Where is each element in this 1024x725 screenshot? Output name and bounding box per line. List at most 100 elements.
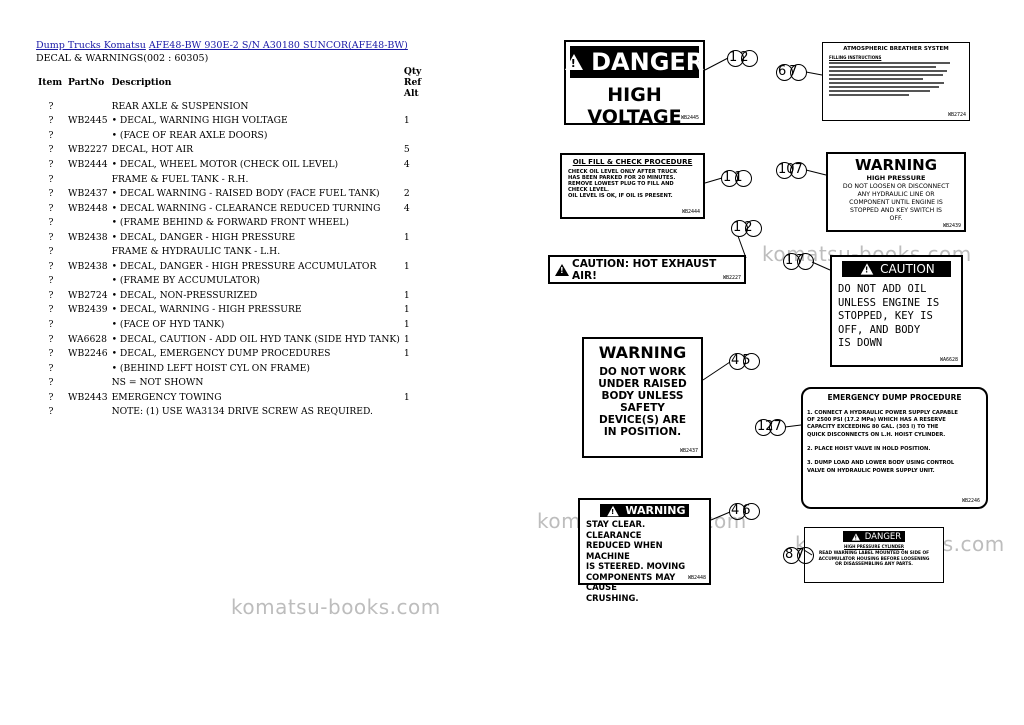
- item-cell: ?: [48, 304, 54, 316]
- item-cell: ?: [48, 202, 54, 214]
- item-cell: ?: [48, 275, 54, 287]
- decal-code: WB2439: [942, 223, 961, 229]
- breadcrumb-link-model[interactable]: AFE48-BW 930E-2 S/N A30180 SUNCOR(AFE48-…: [148, 40, 408, 51]
- partno-cell: WB2437: [68, 188, 108, 200]
- description-cell: • DECAL, DANGER - HIGH PRESSURE ACCUMULA…: [111, 260, 377, 272]
- decal-body: DO NOT LOOSEN OR DISCONNECT ANY HYDRAULI…: [842, 183, 950, 222]
- qty-cell: 1: [403, 289, 410, 301]
- table-row: ?• (FACE OF HYD TANK)1: [36, 317, 426, 332]
- decal-body: STAY CLEAR. CLEARANCE REDUCED WHEN MACHI…: [586, 519, 686, 603]
- breadcrumb-link-dump-trucks[interactable]: Dump Trucks Komatsu: [36, 40, 146, 51]
- decal-code: WB2227: [722, 275, 741, 281]
- description-cell: • (FRAME BY ACCUMULATOR): [111, 275, 261, 287]
- item-cell: ?: [48, 406, 54, 418]
- decal-danger-high-voltage: ! DANGER HIGH VOLTAGE WB2445: [564, 40, 705, 128]
- decal-code: WB2448: [687, 575, 706, 581]
- col-item-header: Item: [38, 77, 63, 88]
- warning-banner: ! WARNING: [600, 504, 689, 517]
- description-cell: FRAME & HYDRAULIC TANK - L.H.: [111, 246, 281, 258]
- table-header-row: Item PartNo Description Qty Ref Alt: [36, 66, 426, 99]
- partno-cell: [66, 317, 110, 332]
- table-row: ?NS = NOT SHOWN: [36, 375, 426, 390]
- partno-cell: [66, 274, 110, 289]
- table-row: ? FRAME & HYDRAULIC TANK - L.H.: [36, 244, 426, 259]
- table-row: ?WB2444• DECAL, WHEEL MOTOR (CHECK OIL L…: [36, 157, 426, 172]
- item-cell: ?: [48, 188, 54, 200]
- danger-banner: ! DANGER: [564, 46, 704, 78]
- description-cell: DECAL, HOT AIR: [111, 144, 194, 156]
- table-row: ?NOTE: (1) USE WA3134 DRIVE SCREW AS REQ…: [36, 404, 426, 419]
- item-cell: ?: [48, 289, 54, 301]
- item-cell: ?: [48, 217, 54, 229]
- description-cell: REAR AXLE & SUSPENSION: [111, 100, 249, 112]
- item-cell: ?: [48, 115, 54, 127]
- qty-cell: [402, 172, 426, 187]
- decal-subheader: HIGH PRESSURE CYLINDER: [844, 544, 904, 549]
- decal-warning-stay-clear: ! WARNING STAY CLEAR. CLEARANCE REDUCED …: [578, 498, 711, 603]
- item-cell: ?: [48, 362, 54, 374]
- item-cell: ?: [48, 246, 54, 258]
- decal-text: CAUTION: HOT EXHAUST AIR!: [572, 257, 717, 282]
- decal-body: DO NOT WORK UNDER RAISED BODY UNLESS SAF…: [598, 366, 687, 438]
- item-cell: ?: [48, 377, 54, 389]
- decal-oil-fill: OIL FILL & CHECK PROCEDURE CHECK OIL LEV…: [560, 153, 705, 219]
- partno-cell: WB2439: [68, 304, 108, 316]
- table-row: ?WB2448• DECAL WARNING - CLEARANCE REDUC…: [36, 201, 426, 216]
- breadcrumb: Dump Trucks Komatsu AFE48-BW 930E-2 S/N …: [36, 40, 408, 51]
- description-cell: FRAME & FUEL TANK - R.H.: [111, 173, 249, 185]
- description-cell: • DECAL WARNING - CLEARANCE REDUCED TURN…: [111, 202, 381, 214]
- table-row: ?• (FRAME BEHIND & FORWARD FRONT WHEEL): [36, 215, 426, 230]
- decal-body: HIGH VOLTAGE: [587, 84, 682, 128]
- decal-body: DO NOT ADD OIL UNLESS ENGINE IS STOPPED,…: [838, 283, 940, 349]
- table-row: ?FRAME & FUEL TANK - R.H.: [36, 172, 426, 187]
- item-cell: ?: [48, 391, 54, 403]
- description-cell: • (FACE OF REAR AXLE DOORS): [111, 129, 268, 141]
- table-row: ?WA6628• DECAL, CAUTION - ADD OIL HYD TA…: [36, 332, 426, 347]
- decal-code: WB2437: [679, 448, 698, 454]
- table-row: ?REAR AXLE & SUSPENSION: [36, 99, 426, 114]
- description-cell: • DECAL, WHEEL MOTOR (CHECK OIL LEVEL): [111, 158, 339, 170]
- partno-cell: WA6628: [68, 333, 108, 345]
- warning-triangle-icon: !: [564, 54, 583, 70]
- table-row: ?WB2246• DECAL, EMERGENCY DUMP PROCEDURE…: [36, 346, 426, 361]
- partno-cell: [66, 361, 110, 376]
- description-cell: • (BEHIND LEFT HOIST CYL ON FRAME): [111, 362, 310, 374]
- partno-cell: WB2444: [68, 158, 108, 170]
- decal-code: WA6628: [939, 357, 958, 363]
- decal-warning-high-pressure: WARNING HIGH PRESSURE DO NOT LOOSEN OR D…: [826, 152, 966, 232]
- table-row: ?WB2438• DECAL, DANGER - HIGH PRESSURE A…: [36, 259, 426, 274]
- description-cell: • DECAL, CAUTION - ADD OIL HYD TANK (SID…: [111, 333, 400, 345]
- table-row: ? • (BEHIND LEFT HOIST CYL ON FRAME): [36, 361, 426, 376]
- description-cell: • DECAL WARNING - RAISED BODY (FACE FUEL…: [111, 188, 380, 200]
- partno-cell: [66, 128, 110, 143]
- danger-banner: !DANGER: [843, 531, 905, 542]
- table-row: ? WB2437• DECAL WARNING - RAISED BODY (FA…: [36, 186, 426, 201]
- partno-cell: WB2227: [68, 144, 108, 156]
- decal-atmospheric-breather: ATMOSPHERIC BREATHER SYSTEM FILLING INST…: [822, 42, 970, 121]
- qty-cell: 1: [403, 231, 410, 243]
- qty-cell: [402, 375, 426, 390]
- partno-cell: WB2246: [68, 348, 108, 360]
- decal-emergency-dump: EMERGENCY DUMP PROCEDURE 1. CONNECT A HY…: [801, 387, 988, 509]
- qty-cell: [402, 215, 426, 230]
- qty-cell: 1: [403, 333, 410, 345]
- decal-title: OIL FILL & CHECK PROCEDURE: [572, 158, 693, 166]
- qty-cell: 4: [403, 158, 410, 170]
- item-cell: ?: [48, 231, 54, 243]
- decal-code: WB2724: [947, 112, 966, 118]
- qty-cell: [402, 99, 426, 114]
- decal-body: READ WARNING LABEL MOUNTED ON SIDE OF AC…: [818, 551, 930, 567]
- description-cell: EMERGENCY TOWING: [111, 391, 222, 403]
- warning-triangle-icon: !: [860, 263, 874, 275]
- decal-code: WB2246: [961, 498, 980, 504]
- partno-cell: WB2438: [68, 260, 108, 272]
- qty-cell: 1: [403, 348, 410, 360]
- table-row: ? • (FRAME BY ACCUMULATOR): [36, 274, 426, 289]
- qty-cell: 2: [403, 188, 410, 200]
- partno-cell: WB2438: [68, 231, 108, 243]
- decal-subtitle: FILLING INSTRUCTIONS: [829, 55, 882, 60]
- partno-cell: [66, 215, 110, 230]
